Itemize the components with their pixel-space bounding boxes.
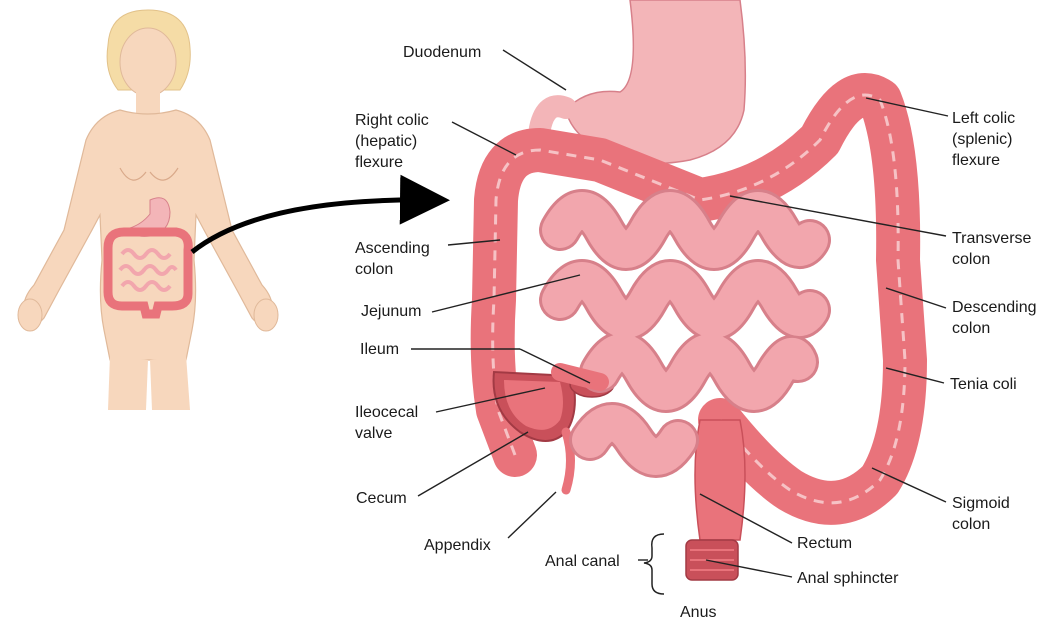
label-ascending-colon: Ascending colon xyxy=(355,238,430,280)
label-line: valve xyxy=(355,423,418,444)
label-line: Descending xyxy=(952,297,1037,318)
label-anal-sphincter: Anal sphincter xyxy=(797,568,898,589)
label-tenia-coli: Tenia coli xyxy=(950,374,1017,395)
label-line: colon xyxy=(952,318,1037,339)
label-transverse-colon: Transverse colon xyxy=(952,228,1031,270)
label-right-colic-flexure: Right colic (hepatic) flexure xyxy=(355,110,429,173)
label-line: (splenic) xyxy=(952,129,1015,150)
figure-head xyxy=(120,28,176,96)
label-appendix: Appendix xyxy=(424,535,491,556)
anal-canal-bracket xyxy=(644,534,664,594)
human-figure-icon xyxy=(18,10,278,410)
label-line: colon xyxy=(355,259,430,280)
label-line: Ileocecal xyxy=(355,402,418,423)
label-cecum: Cecum xyxy=(356,488,407,509)
label-sigmoid-colon: Sigmoid colon xyxy=(952,493,1010,535)
label-anal-canal: Anal canal xyxy=(545,551,620,572)
label-line: flexure xyxy=(952,150,1015,171)
label-line: Sigmoid xyxy=(952,493,1010,514)
label-rectum: Rectum xyxy=(797,533,852,554)
label-line: Transverse xyxy=(952,228,1031,249)
label-line: flexure xyxy=(355,152,429,173)
label-descending-colon: Descending colon xyxy=(952,297,1037,339)
label-line: colon xyxy=(952,514,1010,535)
label-line: colon xyxy=(952,249,1031,270)
label-duodenum: Duodenum xyxy=(403,42,481,63)
label-line: Left colic xyxy=(952,108,1015,129)
terminal-ileum xyxy=(560,372,600,382)
small-intestine xyxy=(560,210,810,457)
label-ileocecal-valve: Ileocecal valve xyxy=(355,402,418,444)
label-line: Right colic xyxy=(355,110,429,131)
label-left-colic-flexure: Left colic (splenic) flexure xyxy=(952,108,1015,171)
label-jejunum: Jejunum xyxy=(361,301,421,322)
label-line: Ascending xyxy=(355,238,430,259)
label-ileum: Ileum xyxy=(360,339,399,360)
label-anus: Anus xyxy=(680,602,716,623)
label-line: (hepatic) xyxy=(355,131,429,152)
rectum xyxy=(695,420,745,540)
